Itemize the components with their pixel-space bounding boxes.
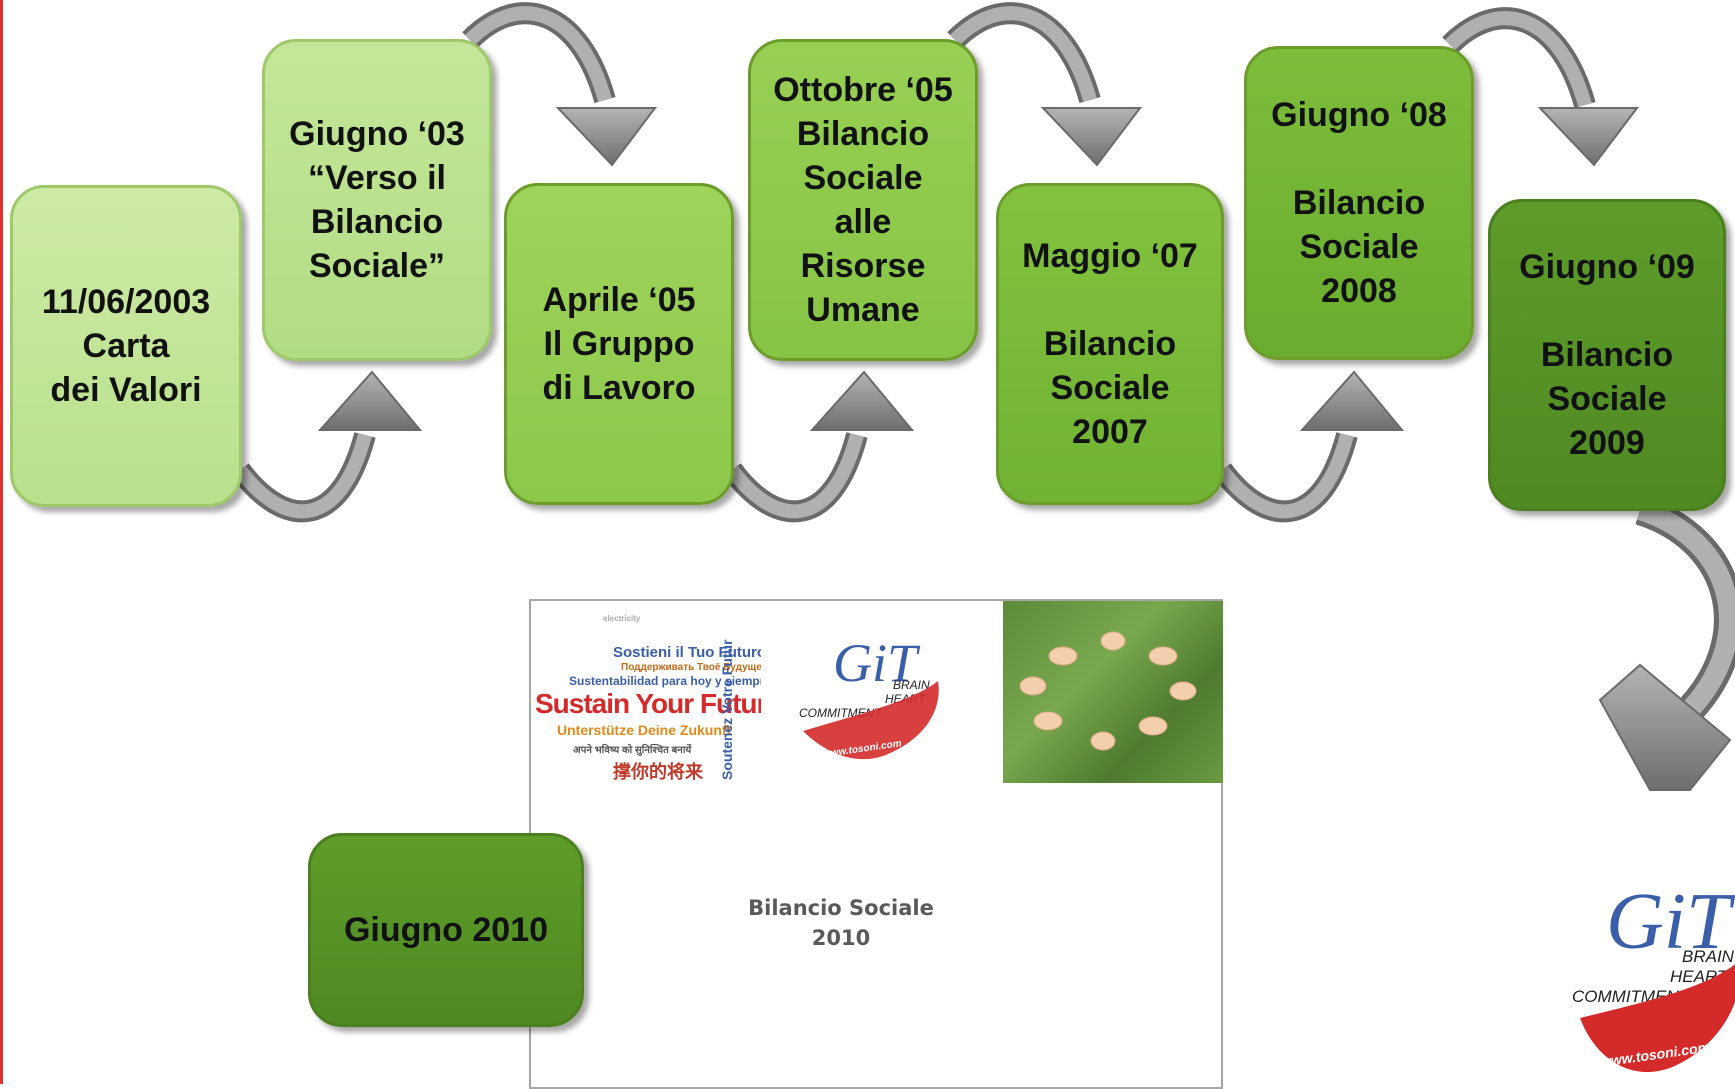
collage-main-text: Sustain Your Future (535, 688, 761, 719)
curved-arrow-7 (1598, 495, 1735, 791)
collage-text: Unterstütze Deine Zukunft (557, 722, 732, 738)
sustain-your-future-collage: electricity Sostieni il Tuo Futuro Подде… (533, 604, 761, 786)
document-title-line2: 2010 (811, 926, 871, 950)
timeline-label: Maggio ‘07 Bilancio Sociale 2007 (1022, 237, 1198, 451)
document-preview: electricity Sostieni il Tuo Futuro Подде… (529, 599, 1223, 1089)
timeline-label: Ottobre ‘05 Bilancio Sociale alle Risors… (773, 71, 953, 329)
collage-text: Sostieni il Tuo Futuro (613, 644, 761, 661)
timeline-box-giugno-2010: Giugno 2010 (308, 833, 584, 1027)
timeline-box-giugno-09: Giugno ‘09 Bilancio Sociale 2009 (1488, 199, 1726, 511)
timeline-box-giugno-08: Giugno ‘08 Bilancio Sociale 2008 (1244, 46, 1474, 360)
logo-brain-text: BRAIN (893, 678, 930, 692)
timeline-box-ottobre-05: Ottobre ‘05 Bilancio Sociale alle Risors… (748, 39, 978, 361)
logo-git-text: GiT (833, 633, 921, 693)
collage-text: Soutenez Votre Futur (719, 639, 735, 780)
timeline-box-carta-dei-valori: 11/06/2003 Carta dei Valori (10, 185, 242, 507)
logo-git-text: GiT (1606, 878, 1735, 966)
git-logo-large: GiT BRAIN HEART COMMITMENT www.tosoni.co… (1570, 868, 1735, 1084)
hands-on-grass-photo (1003, 601, 1223, 783)
git-logo-small: GiT BRAIN HEART COMMITMENT www.tosoni.co… (793, 621, 953, 771)
timeline-box-giugno-03: Giugno ‘03 “Verso il Bilancio Sociale” (262, 39, 492, 361)
timeline-label: Giugno ‘09 Bilancio Sociale 2009 (1519, 248, 1695, 462)
collage-text: अपने भविष्य को सुनिश्चित बनायें (573, 745, 692, 756)
curved-arrow-4 (947, 2, 1143, 167)
left-border-line (0, 0, 3, 1084)
collage-text: Sustentabilidad para hoy y siempre (569, 674, 761, 688)
logo-brain-text: BRAIN (1682, 947, 1735, 966)
document-title: Bilancio Sociale 2010 (691, 893, 991, 953)
document-title-line1: Bilancio Sociale (748, 896, 934, 920)
timeline-box-maggio-07: Maggio ‘07 Bilancio Sociale 2007 (996, 183, 1224, 505)
timeline-box-aprile-05: Aprile ‘05 Il Gruppo di Lavoro (504, 183, 734, 505)
collage-cjk-text: 撑你的将来 (613, 762, 703, 782)
timeline-label: Giugno ‘03 “Verso il Bilancio Sociale” (289, 115, 465, 285)
timeline-label: Aprile ‘05 Il Gruppo di Lavoro (542, 281, 696, 407)
curved-arrow-5 (1213, 370, 1405, 523)
curved-arrow-1 (231, 370, 423, 523)
curved-arrow-3 (723, 370, 915, 523)
timeline-label: 11/06/2003 Carta dei Valori (41, 283, 211, 409)
curved-arrow-6 (1442, 7, 1640, 167)
timeline-label: Giugno 2010 (343, 911, 549, 949)
collage-text: Поддерживать Твоё Будущее (621, 662, 761, 673)
collage-text: electricity (603, 614, 641, 623)
timeline-label: Giugno ‘08 Bilancio Sociale 2008 (1271, 96, 1447, 310)
curved-arrow-2 (462, 2, 658, 167)
